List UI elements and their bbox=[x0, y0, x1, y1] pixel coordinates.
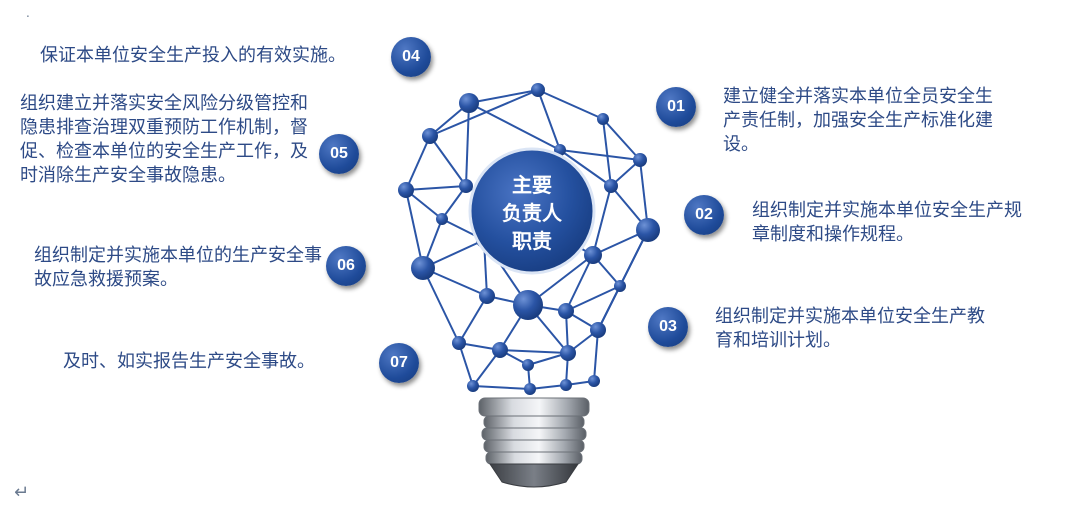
item-text-07: 及时、如实报告生产安全事故。 bbox=[63, 351, 315, 372]
network-node bbox=[636, 218, 660, 242]
network-edge bbox=[429, 135, 467, 187]
badge-07: 07 bbox=[379, 343, 419, 383]
item-text-01: 建立健全并落实本单位全员安全生产责任制，加强安全生产标准化建设。 bbox=[723, 86, 993, 155]
network-node bbox=[452, 336, 466, 350]
network-edge bbox=[565, 254, 594, 312]
network-node bbox=[422, 128, 438, 144]
network-edge bbox=[468, 89, 539, 104]
paragraph-return-mark: ↵ bbox=[14, 482, 30, 503]
badge-03: 03 bbox=[648, 307, 688, 347]
network-edge bbox=[429, 89, 539, 137]
network-edge bbox=[529, 384, 567, 390]
network-node bbox=[633, 153, 647, 167]
network-nodes bbox=[398, 83, 660, 395]
item-text-05: 组织建立并落实安全风险分级管控和隐患排查治理双重预防工作机制，督促、检查本单位的… bbox=[20, 93, 308, 186]
network-node bbox=[614, 280, 626, 292]
bulb-base bbox=[478, 397, 590, 488]
network-node bbox=[558, 303, 574, 319]
network-edge bbox=[465, 102, 470, 187]
network-node bbox=[590, 322, 606, 338]
badge-04: 04 bbox=[391, 37, 431, 77]
dot-mark: . bbox=[26, 6, 30, 20]
network-node bbox=[411, 256, 435, 280]
center-circle bbox=[468, 147, 596, 275]
item-text-03: 组织制定并实施本单位安全生产教育和培训计划。 bbox=[715, 306, 985, 351]
network-node bbox=[467, 380, 479, 392]
network-edge bbox=[405, 189, 424, 269]
network-edge bbox=[499, 349, 569, 354]
network-node bbox=[524, 383, 536, 395]
network-node bbox=[597, 113, 609, 125]
network-edge bbox=[458, 295, 488, 344]
network-node bbox=[531, 83, 545, 97]
network-edge bbox=[602, 118, 612, 187]
badge-06: 06 bbox=[326, 246, 366, 286]
network-node bbox=[398, 182, 414, 198]
center-label: 主要 负责人 职责 bbox=[472, 171, 592, 255]
network-node bbox=[588, 375, 600, 387]
network-edge bbox=[597, 229, 649, 331]
item-text-06: 组织制定并实施本单位的生产安全事故应急救援预案。 bbox=[34, 245, 322, 290]
network-edge bbox=[559, 149, 641, 161]
network-edge bbox=[405, 185, 467, 191]
network-edge bbox=[468, 102, 561, 151]
network-node bbox=[560, 345, 576, 361]
network-node bbox=[584, 246, 602, 264]
item-text-02: 组织制定并实施本单位安全生产规章制度和操作规程。 bbox=[752, 200, 1022, 245]
network-node bbox=[604, 179, 618, 193]
network-edge bbox=[592, 185, 612, 256]
network-node bbox=[436, 213, 448, 225]
network-node bbox=[459, 179, 473, 193]
network-node bbox=[459, 93, 479, 113]
network-edge bbox=[565, 285, 621, 312]
network-node bbox=[513, 290, 543, 320]
network-node bbox=[522, 359, 534, 371]
network-edge bbox=[537, 89, 604, 120]
badge-05: 05 bbox=[319, 134, 359, 174]
network-edge bbox=[458, 342, 474, 387]
badge-02: 02 bbox=[684, 195, 724, 235]
center-label-line: 主要 bbox=[512, 173, 552, 197]
network-node bbox=[560, 379, 572, 391]
network-edge bbox=[422, 267, 460, 344]
network-edge bbox=[472, 385, 531, 390]
network-edge bbox=[537, 89, 561, 151]
center-label-line: 职责 bbox=[512, 229, 552, 253]
item-text-04: 保证本单位安全生产投入的有效实施。 bbox=[40, 45, 346, 66]
network-edge bbox=[593, 329, 599, 382]
network-edge bbox=[405, 135, 431, 191]
network-node bbox=[479, 288, 495, 304]
network-edge bbox=[559, 149, 612, 187]
badge-01: 01 bbox=[656, 87, 696, 127]
network-edge bbox=[602, 118, 641, 161]
center-label-line: 负责人 bbox=[502, 201, 562, 225]
network-node bbox=[492, 342, 508, 358]
